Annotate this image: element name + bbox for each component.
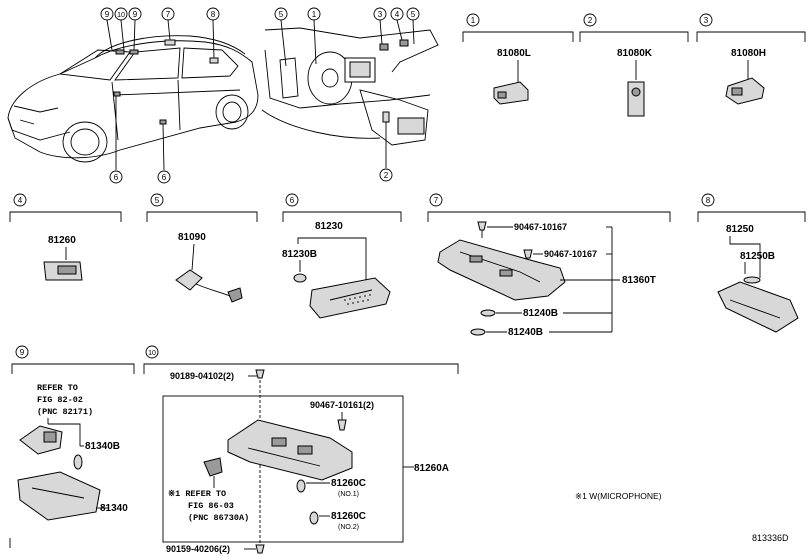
section-3[interactable]: 3 81080H: [696, 13, 806, 105]
footnote: ※1 W(MICROPHONE): [575, 491, 662, 501]
svg-text:(NO.2): (NO.2): [338, 524, 359, 531]
svg-text:REFER TO: REFER TO: [37, 383, 78, 393]
section-1[interactable]: 1 81080L: [462, 13, 574, 105]
section-7[interactable]: 7 90467-10167 90467-10167 81360T 81240B …: [427, 193, 671, 338]
svg-text:81230: 81230: [315, 221, 343, 232]
section-5[interactable]: 5 81090: [146, 193, 258, 303]
dash-callout-4: 4: [390, 7, 404, 21]
svg-text:6: 6: [162, 173, 167, 182]
svg-text:7: 7: [434, 196, 439, 205]
svg-text:90189-04102(2): 90189-04102(2): [170, 371, 234, 381]
svg-text:9: 9: [20, 348, 25, 357]
svg-text:8: 8: [211, 10, 216, 19]
svg-text:6: 6: [290, 196, 295, 205]
svg-text:90467-10167: 90467-10167: [514, 222, 567, 232]
svg-text:81260: 81260: [48, 235, 76, 246]
dash-callout-1: 1: [307, 7, 321, 21]
svg-text:6: 6: [114, 173, 119, 182]
car-callout-8: 8: [206, 7, 220, 21]
svg-text:(PNC 86730A): (PNC 86730A): [188, 513, 249, 523]
svg-text:90467-10161(2): 90467-10161(2): [310, 400, 374, 410]
car-callout-9b: 9: [128, 7, 142, 21]
dash-callout-5a: 5: [274, 7, 288, 21]
svg-text:81360T: 81360T: [622, 275, 656, 286]
car-callout-6b: 6: [157, 170, 171, 184]
svg-text:4: 4: [18, 196, 23, 205]
svg-text:3: 3: [704, 16, 709, 25]
car-callout-9a: 9: [100, 7, 114, 21]
svg-text:81260C: 81260C: [331, 478, 366, 489]
svg-text:FIG 86-03: FIG 86-03: [188, 501, 234, 511]
svg-text:81250: 81250: [726, 224, 754, 235]
svg-text:(NO.1): (NO.1): [338, 491, 359, 498]
svg-text:81340: 81340: [100, 503, 128, 514]
svg-text:81090: 81090: [178, 232, 206, 243]
svg-text:90467-10167: 90467-10167: [544, 249, 597, 259]
svg-text:1: 1: [471, 16, 476, 25]
svg-text:9: 9: [105, 10, 110, 19]
svg-text:2: 2: [384, 171, 389, 180]
dashboard-illustration: [261, 19, 439, 168]
svg-text:1: 1: [312, 10, 317, 19]
dash-callout-2: 2: [379, 168, 393, 182]
svg-text:81340B: 81340B: [85, 441, 120, 452]
section-8[interactable]: 8 81250 81250B: [697, 193, 806, 333]
svg-text:10: 10: [148, 350, 156, 357]
svg-text:81260A: 81260A: [414, 463, 449, 474]
dash-callout-5b: 5: [406, 7, 420, 21]
car-callout-7: 7: [161, 7, 175, 21]
svg-text:5: 5: [155, 196, 160, 205]
dash-callout-3: 3: [373, 7, 387, 21]
section-9[interactable]: 9 REFER TO FIG 82-02 (PNC 82171) 81340B …: [11, 345, 135, 521]
diagram-id: 813336D: [752, 533, 789, 543]
svg-text:81230B: 81230B: [282, 249, 317, 260]
svg-text:※1 REFER TO: ※1 REFER TO: [168, 489, 226, 499]
svg-text:9: 9: [133, 10, 138, 19]
svg-text:FIG 82-02: FIG 82-02: [37, 395, 83, 405]
section-10[interactable]: 10 90189-04102(2) 90467-10161(2) 81260A …: [143, 345, 459, 554]
car-illustration: [7, 19, 259, 171]
svg-text:5: 5: [411, 10, 416, 19]
svg-text:81240B: 81240B: [523, 308, 558, 319]
section-2[interactable]: 2 81080K: [579, 13, 689, 117]
svg-text:90159-40206(2): 90159-40206(2): [166, 544, 230, 554]
svg-text:5: 5: [279, 10, 284, 19]
section-4[interactable]: 4 81260: [9, 193, 122, 281]
svg-text:7: 7: [166, 10, 171, 19]
svg-text:3: 3: [378, 10, 383, 19]
svg-text:81260C: 81260C: [331, 511, 366, 522]
svg-text:81080H: 81080H: [731, 48, 766, 59]
svg-text:81240B: 81240B: [508, 327, 543, 338]
svg-text:81080L: 81080L: [497, 48, 531, 59]
svg-text:81080K: 81080K: [617, 48, 653, 59]
svg-text:(PNC 82171): (PNC 82171): [37, 407, 93, 417]
svg-text:10: 10: [117, 12, 125, 19]
svg-text:81250B: 81250B: [740, 251, 775, 262]
car-callout-6a: 6: [109, 170, 123, 184]
section-6[interactable]: 6 81230 81230B: [282, 193, 402, 319]
svg-text:8: 8: [706, 196, 711, 205]
svg-text:4: 4: [395, 10, 400, 19]
car-callout-10: 10: [114, 7, 128, 21]
svg-text:2: 2: [588, 16, 593, 25]
